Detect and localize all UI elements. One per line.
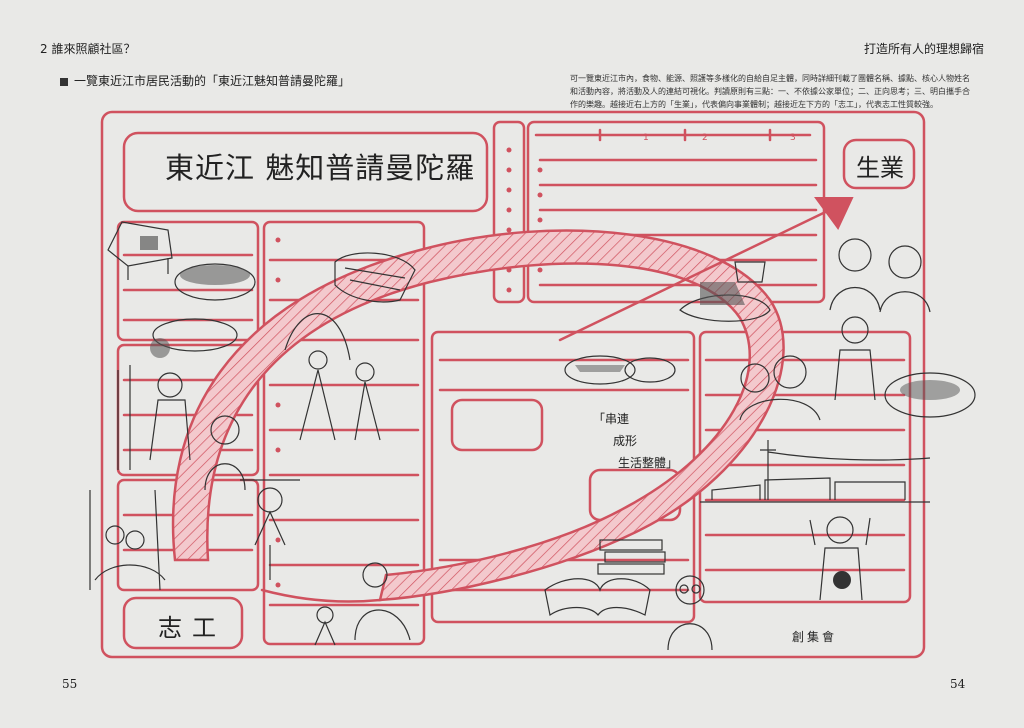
center-text-line-2: 成形 — [613, 434, 638, 448]
bottom-left-label-box — [122, 596, 244, 650]
second-column-box — [262, 220, 426, 646]
illustration-mother-and-child — [314, 562, 411, 646]
arrow-head — [814, 197, 854, 230]
illustration-grandparent-and-child — [739, 355, 821, 421]
illustration-forest-family — [89, 489, 166, 591]
center-inner-box-top — [450, 398, 544, 452]
illustration-person-with-glasses — [667, 575, 713, 651]
illustration-food-plate — [884, 372, 976, 418]
illustration-elderly-couple — [829, 238, 931, 313]
illustration-worker-with-helmet — [117, 365, 191, 470]
running-header-right: 打造所有人的理想歸宿 — [864, 42, 985, 56]
title-box — [122, 131, 489, 213]
bullet-square-icon — [60, 77, 68, 86]
ruler-number-3: 3 — [790, 133, 796, 143]
illustration-townscape — [700, 440, 931, 503]
illustration-doctor — [834, 316, 876, 401]
center-text-line-1: 「串連 — [593, 412, 630, 426]
illustration-tent — [107, 221, 173, 280]
center-text-line-3: 生活整體」 — [618, 456, 679, 470]
illustration-jump-rope-kids — [284, 313, 381, 441]
ruler-number-2: 2 — [702, 133, 708, 143]
illustration-food-baskets — [150, 263, 256, 358]
ruler-number-1: 1 — [643, 133, 649, 143]
figure-description: 可一覽東近江市內，食物、能源、照護等多樣化的自給自足主體，同時詳細刊載了團體名稱… — [570, 74, 970, 109]
illustration-meal-tray — [564, 355, 676, 385]
page-number-left: 55 — [62, 677, 78, 691]
ruled-lines — [122, 158, 906, 607]
top-right-label: 生業 — [856, 154, 904, 182]
left-column-box-top — [116, 220, 260, 342]
right-column-box — [698, 330, 912, 604]
figure-caption: 一覽東近江市居民活動的「東近江魅知普請曼陀羅」 — [60, 72, 350, 89]
illustration-bread — [334, 252, 416, 303]
arrow-shaft — [558, 203, 842, 342]
top-right-label-box — [842, 138, 916, 190]
top-narrow-box — [492, 120, 526, 304]
page-number-right: 54 — [950, 677, 966, 691]
illustration-man-with-apron — [809, 516, 871, 601]
illustration-dancer — [240, 479, 300, 580]
bullet-dots — [275, 147, 543, 588]
ruler — [534, 128, 812, 142]
illustration-cake-and-coffee — [679, 261, 771, 322]
bottom-right-label: 創集會 — [792, 630, 838, 644]
bottom-left-label: 志工 — [158, 614, 226, 642]
figure-caption-text: 一覽東近江市居民活動的「東近江魅知普請曼陀羅」 — [74, 74, 351, 88]
diagram-title: 東近江 魅知普請曼陀羅 — [165, 151, 476, 185]
illustration-books — [544, 539, 666, 616]
running-header-left: 2 誰來照顧社區？ — [40, 42, 136, 56]
spiral-arrow-tail — [260, 588, 382, 603]
